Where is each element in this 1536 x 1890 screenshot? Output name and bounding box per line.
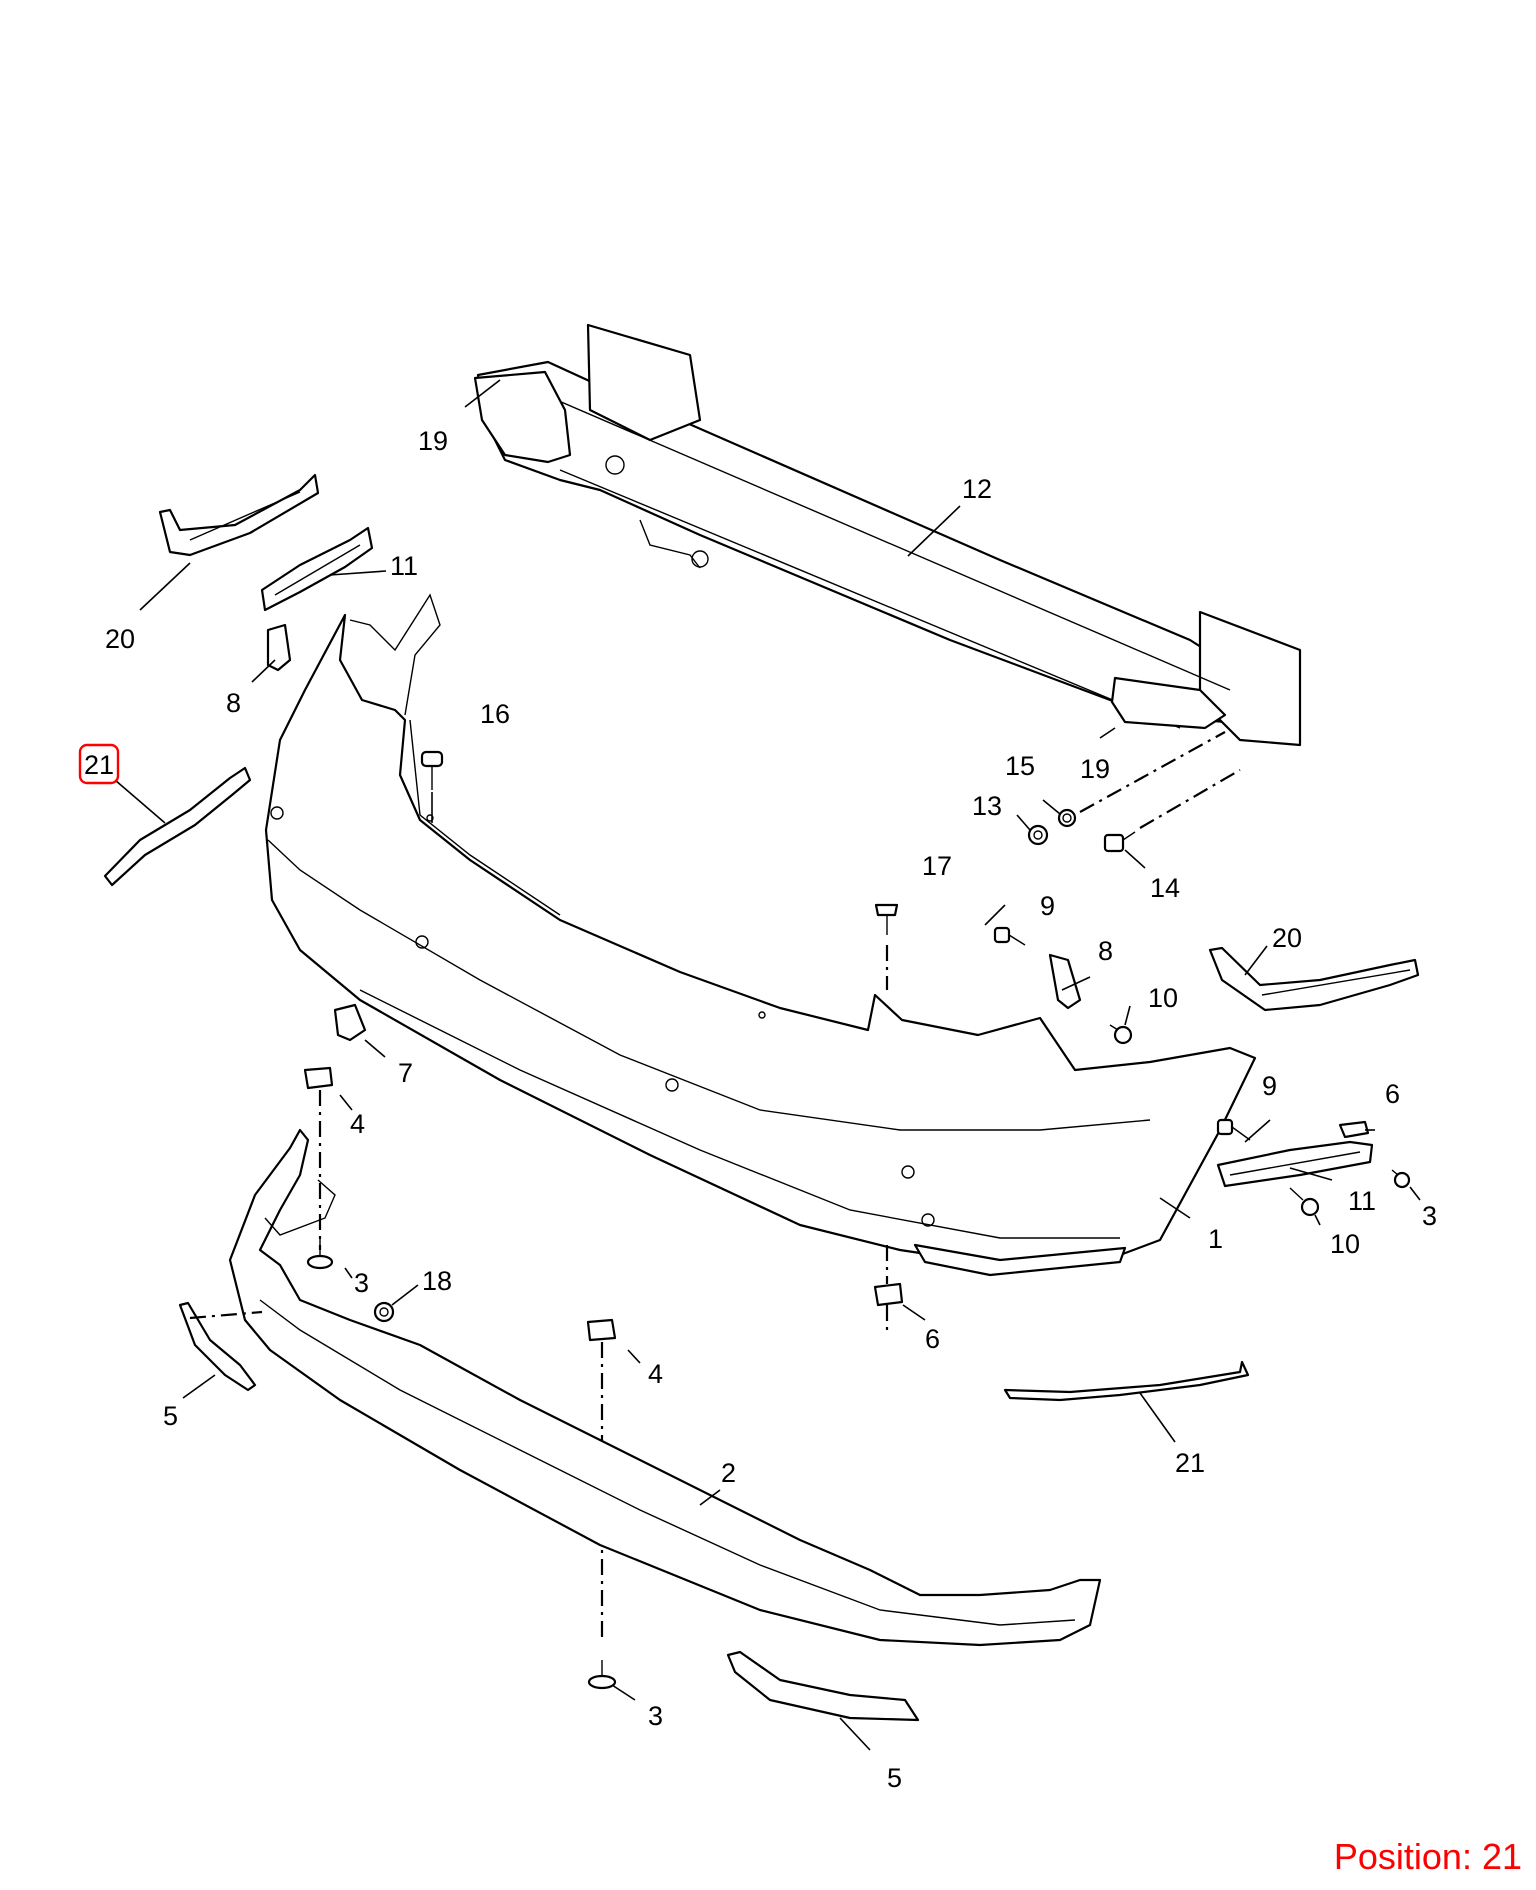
part-6-clip-center[interactable] (873, 1245, 904, 1330)
part-3-screw-right[interactable] (1391, 1169, 1411, 1189)
callout-4-top[interactable]: 4 (350, 1109, 365, 1139)
callout-15[interactable]: 15 (1005, 751, 1035, 781)
part-10-bolt[interactable] (1109, 1024, 1133, 1045)
callout-10-upper[interactable]: 10 (1148, 983, 1178, 1013)
part-6-clip-right[interactable] (1338, 1120, 1370, 1139)
callout-9-upper[interactable]: 9 (1040, 891, 1055, 921)
callout-21-right[interactable]: 21 (1175, 1448, 1205, 1478)
part-18-nut[interactable] (373, 1301, 395, 1323)
callout-6-center[interactable]: 6 (925, 1324, 940, 1354)
part-15-washer[interactable] (1057, 808, 1077, 828)
callout-2[interactable]: 2 (721, 1458, 736, 1488)
part-4-clip-top[interactable] (303, 1066, 334, 1250)
part-5-right-trim[interactable] (726, 1650, 920, 1722)
part-9-bolt[interactable] (993, 926, 1026, 946)
callout-5-left[interactable]: 5 (163, 1401, 178, 1431)
part-3-screw-left[interactable] (306, 1236, 334, 1270)
part-10-bolt-right[interactable] (1289, 1187, 1320, 1217)
callout-14[interactable]: 14 (1150, 873, 1180, 903)
part-17-fastener[interactable] (874, 903, 899, 990)
part-19-left-absorber[interactable] (473, 370, 572, 464)
part-3-screw-bottom[interactable] (587, 1660, 617, 1690)
part-11-right-bracket[interactable] (1216, 1140, 1374, 1188)
part-1-bumper-cover[interactable] (264, 593, 1257, 1277)
position-readout: Position: 21 (1333, 1836, 1522, 1877)
callout-21-left[interactable]: 21 (84, 750, 114, 780)
part-9-bolt-right[interactable] (1216, 1118, 1251, 1141)
part-12-reinforcement-beam[interactable] (476, 323, 1302, 747)
part-21-right-molding[interactable] (1003, 1360, 1250, 1402)
part-11-left-bracket[interactable] (260, 526, 374, 612)
callout-20-left[interactable]: 20 (105, 624, 135, 654)
callout-4-center[interactable]: 4 (648, 1359, 663, 1389)
part-8-right-clip[interactable] (1048, 953, 1082, 1010)
callout-9-lower[interactable]: 9 (1262, 1071, 1277, 1101)
part-2-lower-valance[interactable] (228, 1128, 1102, 1647)
leader-lines (114, 379, 1421, 1751)
callout-3-left[interactable]: 3 (354, 1268, 369, 1298)
callout-11-left[interactable]: 11 (390, 551, 418, 581)
callout-1[interactable]: 1 (1208, 1224, 1223, 1254)
callout-16[interactable]: 16 (480, 699, 510, 729)
callout-3-right[interactable]: 3 (1422, 1201, 1437, 1231)
part-19-right-absorber[interactable] (1110, 676, 1227, 730)
callout-19-left[interactable]: 19 (418, 426, 448, 456)
callout-5-right[interactable]: 5 (887, 1763, 902, 1793)
callout-3-bottom[interactable]: 3 (648, 1701, 663, 1731)
callout-10-lower[interactable]: 10 (1330, 1229, 1360, 1259)
callout-11-right[interactable]: 11 (1348, 1186, 1376, 1216)
callout-20-right[interactable]: 20 (1272, 923, 1302, 953)
callout-7[interactable]: 7 (398, 1058, 413, 1088)
part-21-left-molding[interactable] (103, 766, 252, 887)
callout-19-right[interactable]: 19 (1080, 754, 1110, 784)
part-14-bolt[interactable] (1103, 831, 1136, 853)
part-20-left-bracket[interactable] (158, 473, 320, 557)
callout-21-highlight-box (78, 743, 120, 785)
part-7-tow-hook-cover[interactable] (333, 1003, 367, 1042)
part-13-nut[interactable] (1027, 824, 1049, 846)
callout-8-right[interactable]: 8 (1098, 936, 1113, 966)
callout-labels: 19 12 20 11 8 16 21 15 19 13 14 17 9 20 … (84, 426, 1437, 1793)
part-5-left-trim[interactable] (178, 1301, 263, 1392)
part-16-clip[interactable] (420, 750, 444, 823)
callout-13[interactable]: 13 (972, 791, 1002, 821)
part-20-right-bracket[interactable] (1208, 946, 1420, 1012)
callout-6-right[interactable]: 6 (1385, 1079, 1400, 1109)
callout-12[interactable]: 12 (962, 474, 992, 504)
callout-18[interactable]: 18 (422, 1266, 452, 1296)
callout-17[interactable]: 17 (922, 851, 952, 881)
part-8-left-clip[interactable] (266, 623, 292, 672)
callout-8-left[interactable]: 8 (226, 688, 241, 718)
